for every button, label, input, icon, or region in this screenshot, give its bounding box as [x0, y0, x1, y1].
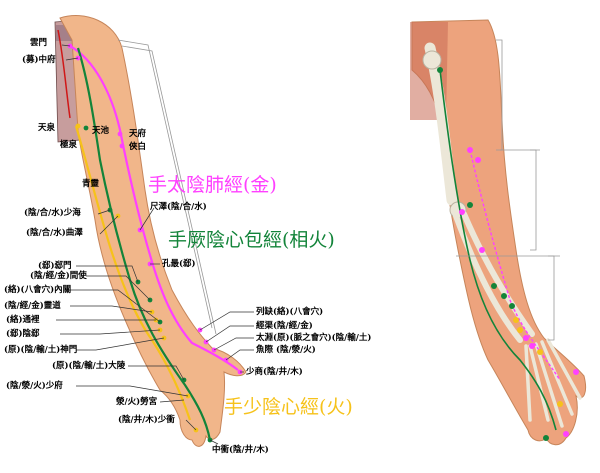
- label-shaochong: (陰/井/木)少衝: [118, 415, 175, 425]
- label-qingling: 青靈: [82, 179, 100, 189]
- label-jiquan: 極泉: [60, 140, 78, 150]
- label-zhongchong: 中衝(陰/井/木): [212, 445, 269, 455]
- label-jingqu: 經渠(陰/經/金): [256, 321, 313, 331]
- label-shaofu: (陰/滎/火)少府: [6, 381, 63, 391]
- left-arm: [54, 15, 247, 447]
- label-quze: (陰/合/水)曲澤: [26, 228, 83, 238]
- label-yinxi: (郄)陰郄: [6, 329, 40, 339]
- label-xiabai: 俠白: [129, 142, 147, 152]
- right-arm-skin: [411, 19, 587, 446]
- label-yunmen: 雲門: [30, 38, 48, 48]
- label-laogong: 滎/火)勞宮: [116, 397, 158, 407]
- title-lung-meridian: 手太陰肺經(金): [148, 174, 277, 196]
- label-tianchi: 天池: [92, 126, 110, 136]
- right-arm: [410, 19, 587, 446]
- label-taiyuan: 太淵(原)(脈之會穴)(陰/輸/土): [256, 333, 372, 343]
- label-shaohai: (陰/合/水)少海: [24, 208, 81, 218]
- label-lingdao: (陰/經/金)靈道: [4, 301, 61, 311]
- label-lieque: 列缺(絡)(八會穴): [256, 307, 324, 317]
- label-zhongfu: (募)中府: [22, 55, 56, 65]
- leader-lines: [56, 44, 254, 445]
- label-ximen: (郄)郄門: [38, 261, 72, 271]
- label-jianshi: (陰/經/金)間使: [30, 271, 87, 281]
- title-heart-meridian: 手少陰心經(火): [224, 396, 353, 418]
- label-shaoshang: 少商(陰/井/木): [246, 367, 303, 377]
- label-tianquan: 天泉: [38, 123, 56, 133]
- label-neiguan: (絡)(八會穴)內關: [4, 285, 72, 295]
- label-shenmen: (原)(陰/輸/土)神門: [4, 345, 78, 355]
- label-chize: 尺澤(陰/合/水): [150, 202, 207, 212]
- label-tianfu: 天府: [129, 129, 147, 139]
- label-tongli: (絡)通裡: [6, 315, 40, 325]
- label-daling: (原)(陰/輸/土)大陵: [52, 361, 126, 371]
- label-yuji: 魚際 (陰/滎/火): [256, 345, 316, 355]
- title-pericardium-meridian: 手厥陰心包經(相火): [168, 229, 335, 251]
- label-kongzui: 孔最(郄): [162, 259, 196, 269]
- left-arm-skin: [59, 15, 247, 447]
